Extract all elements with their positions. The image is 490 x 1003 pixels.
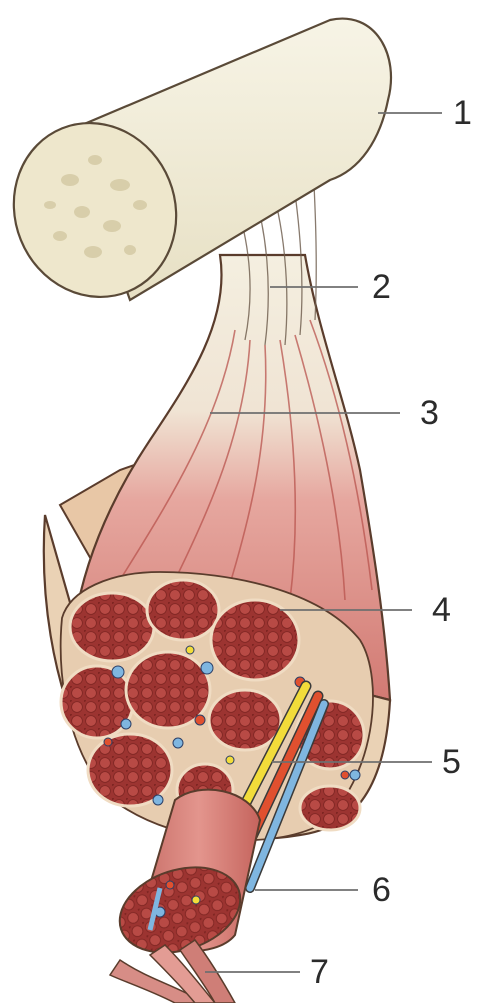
label-4: 4	[432, 593, 451, 627]
label-5: 5	[442, 745, 461, 779]
label-6: 6	[372, 873, 391, 907]
label-1: 1	[453, 96, 472, 130]
label-3: 3	[420, 396, 439, 430]
label-2: 2	[372, 270, 391, 304]
label-7: 7	[310, 955, 329, 989]
